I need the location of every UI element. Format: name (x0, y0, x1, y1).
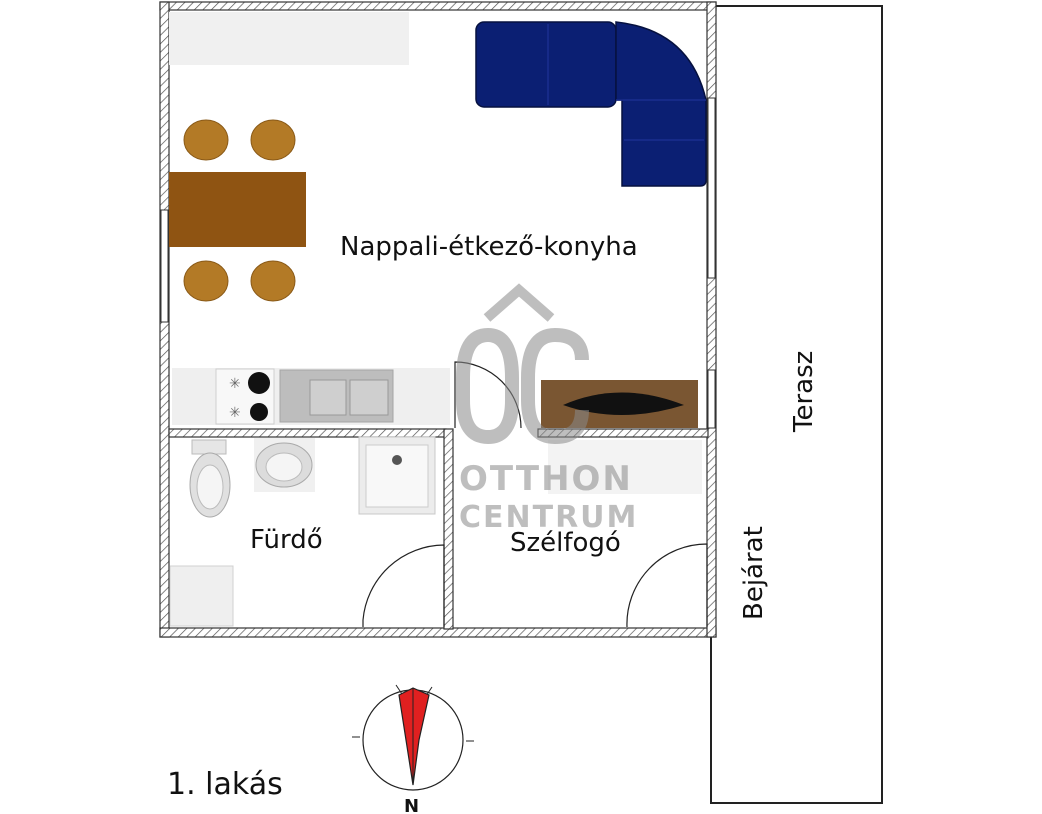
stove-burner-icon (250, 403, 268, 421)
room-label-entrance: Bejárat (739, 526, 769, 620)
stove-burner-icon (248, 372, 270, 394)
compass-north-label: N (404, 796, 419, 814)
watermark-text: CENTRUM (459, 500, 638, 535)
stove-burner-icon: ✳ (229, 376, 241, 392)
apartment-label: 1. lakás (167, 767, 283, 802)
room-label-bathroom: Fürdő (250, 525, 323, 555)
compass-icon: N (352, 684, 474, 814)
room-label-vestibule: Szélfogó (510, 528, 621, 558)
dining-table (169, 172, 306, 247)
room-label-terrace: Terasz (789, 351, 819, 433)
dining-chairs (183, 119, 296, 302)
upper-cabinet (169, 12, 409, 65)
bathroom-sink (254, 438, 315, 492)
sofa (475, 21, 707, 187)
washing-machine (169, 565, 234, 627)
shower-tray (358, 436, 436, 515)
room-label-living: Nappali-étkező-konyha (340, 232, 638, 262)
watermark-text: OTTHON (459, 459, 633, 499)
tv-icon (563, 392, 684, 415)
toilet (189, 439, 231, 518)
watermark-logo: OTTHON CENTRUM (456, 283, 638, 535)
wall-openings (160, 97, 716, 429)
stove-burner-icon: ✳ (229, 405, 241, 421)
vestibule-cabinet (548, 440, 702, 494)
